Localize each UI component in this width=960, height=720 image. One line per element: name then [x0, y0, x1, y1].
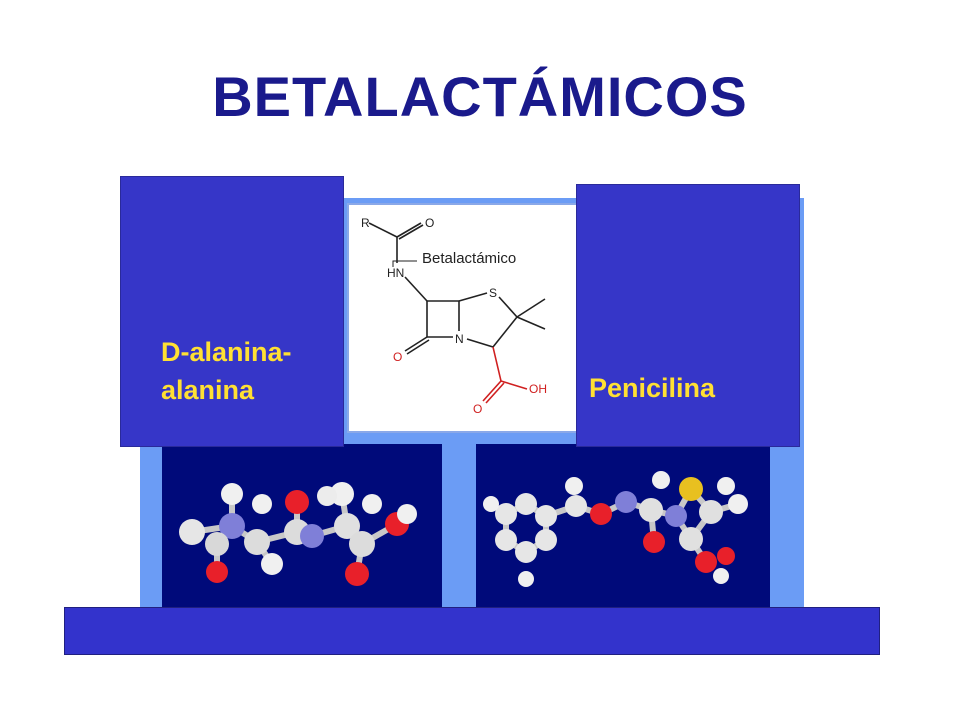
penicillin-label: Penicilina [589, 373, 716, 403]
dalanine-label: D-alanina-alanina [161, 337, 292, 405]
atom-o-top: O [425, 216, 434, 230]
atom-o-left: O [393, 350, 402, 364]
atom-oh: OH [529, 382, 547, 396]
dalanine-3d-model [162, 444, 442, 608]
dalanine-ball-stick-image [179, 482, 417, 586]
betalactam-structure-box: R O HN S N O O OH [347, 203, 579, 433]
penicillin-3d-model [476, 444, 770, 608]
atom-r: R [361, 216, 370, 230]
betalactam-label: Betalactámico [420, 250, 519, 267]
penicillin-structure-diagram: R O HN S N O O OH [361, 216, 547, 416]
atom-hn: HN [387, 266, 404, 280]
dalanine-label-box: D-alanina-alanina [120, 176, 344, 447]
atom-o-acid: O [473, 402, 482, 416]
penicillin-ball-stick-image [483, 471, 748, 587]
slide-title: BETALACTÁMICOS [212, 65, 748, 128]
penicillin-label-box: Penicilina [576, 184, 800, 447]
bottom-bar [64, 607, 880, 655]
atom-n: N [455, 332, 464, 346]
atom-s: S [489, 286, 497, 300]
